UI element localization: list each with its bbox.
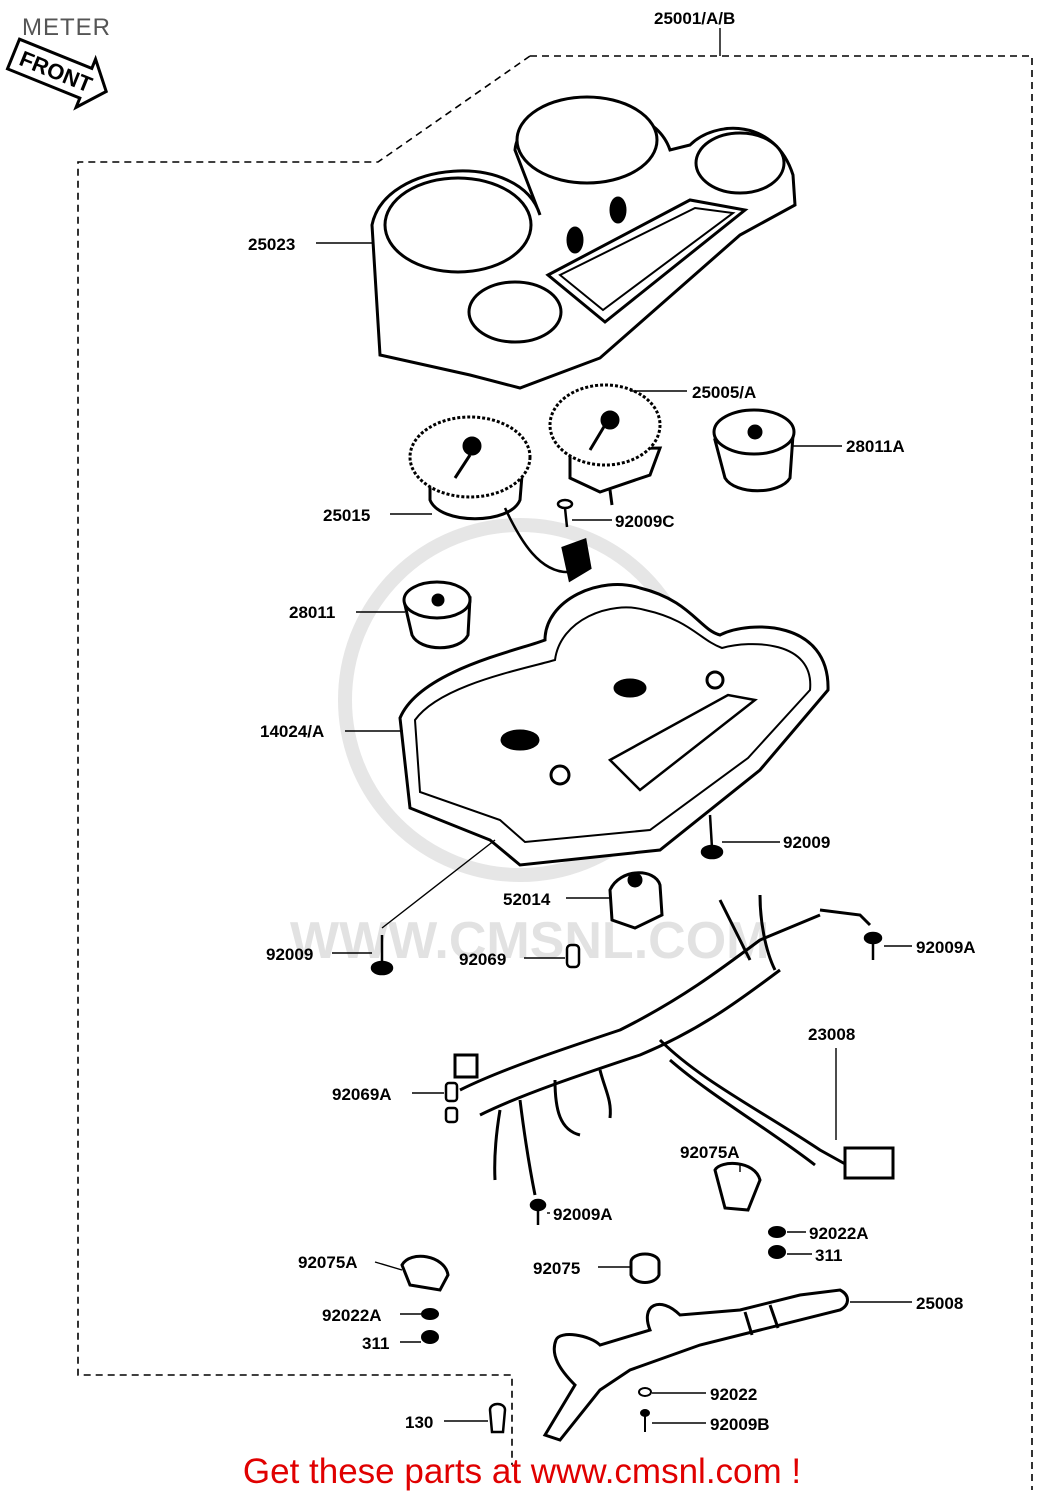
meter-cover: [370, 95, 797, 390]
small-fasteners: [488, 1387, 652, 1434]
screw-92009-right: [700, 814, 724, 860]
bulb-92069: [565, 943, 581, 969]
bracket-25008: [542, 1288, 849, 1442]
part-label-14024: 14024/A: [260, 722, 324, 741]
part-label-28011a: 28011A: [846, 437, 905, 456]
wiring-harness: [453, 894, 895, 1196]
part-label-311-left: 311: [362, 1334, 389, 1353]
part-label-92075: 92075: [533, 1259, 580, 1278]
part-labels: 25001/A/B 25023 25005/A 28011A 25015 920…: [248, 9, 976, 1434]
part-label-92069a: 92069A: [332, 1085, 392, 1104]
socket-52014: [608, 871, 664, 930]
screw-92009a-bottom: [529, 1198, 547, 1225]
part-label-311-right: 311: [815, 1246, 842, 1265]
part-label-92009a-bottom: 92009A: [553, 1205, 613, 1224]
watermark: WWW.CMSNL.COM: [290, 518, 769, 970]
part-label-52014: 52014: [503, 890, 551, 909]
part-label-25008: 25008: [916, 1294, 963, 1313]
part-label-92009-left: 92009: [266, 945, 313, 964]
speedometer: [408, 415, 592, 583]
part-label-25015: 25015: [323, 506, 370, 525]
footer-link[interactable]: Get these parts at www.cmsnl.com !: [242, 1452, 802, 1491]
part-label-92009a-right: 92009A: [916, 938, 976, 957]
bulb-92069a: [444, 1081, 459, 1124]
part-label-25023: 25023: [248, 235, 295, 254]
part-label-92009c: 92009C: [615, 512, 675, 531]
page-title: METER: [22, 14, 111, 41]
damper-92075: [629, 1252, 661, 1284]
tachometer: [548, 383, 663, 506]
part-label-92075a-right: 92075A: [680, 1143, 740, 1162]
assembly-boundary: [77, 55, 1033, 1490]
part-label-92069: 92069: [459, 950, 506, 969]
part-label-23008: 23008: [808, 1025, 855, 1044]
part-label-28011: 28011: [289, 603, 335, 622]
part-label-130: 130: [405, 1413, 433, 1432]
meter-case: [398, 583, 830, 867]
screw-92009a-right: [863, 931, 883, 960]
part-label-92009-right: 92009: [783, 833, 830, 852]
part-label-92022a-right: 92022A: [809, 1224, 869, 1243]
part-label-92022: 92022: [710, 1385, 757, 1404]
screw-92009c: [556, 498, 574, 528]
washer-nut-left: [421, 1308, 439, 1344]
part-label-92075a-left: 92075A: [298, 1253, 358, 1272]
damper-92075a-left: [400, 1254, 450, 1292]
damper-92075a-right: [713, 1161, 762, 1212]
part-label-92022a-left: 92022A: [322, 1306, 382, 1325]
part-label-92009b: 92009B: [710, 1415, 770, 1434]
leader-lines: [316, 28, 912, 1424]
screw-92009-left: [370, 935, 394, 976]
gauge-28011: [402, 580, 472, 650]
part-label-25001: 25001/A/B: [654, 9, 735, 28]
gauge-28011a: [712, 408, 796, 493]
part-label-25005: 25005/A: [692, 383, 756, 402]
watermark-text: WWW.CMSNL.COM: [290, 912, 769, 970]
front-arrow-icon: FRONT: [5, 37, 109, 111]
washer-nut-right: [768, 1226, 786, 1259]
